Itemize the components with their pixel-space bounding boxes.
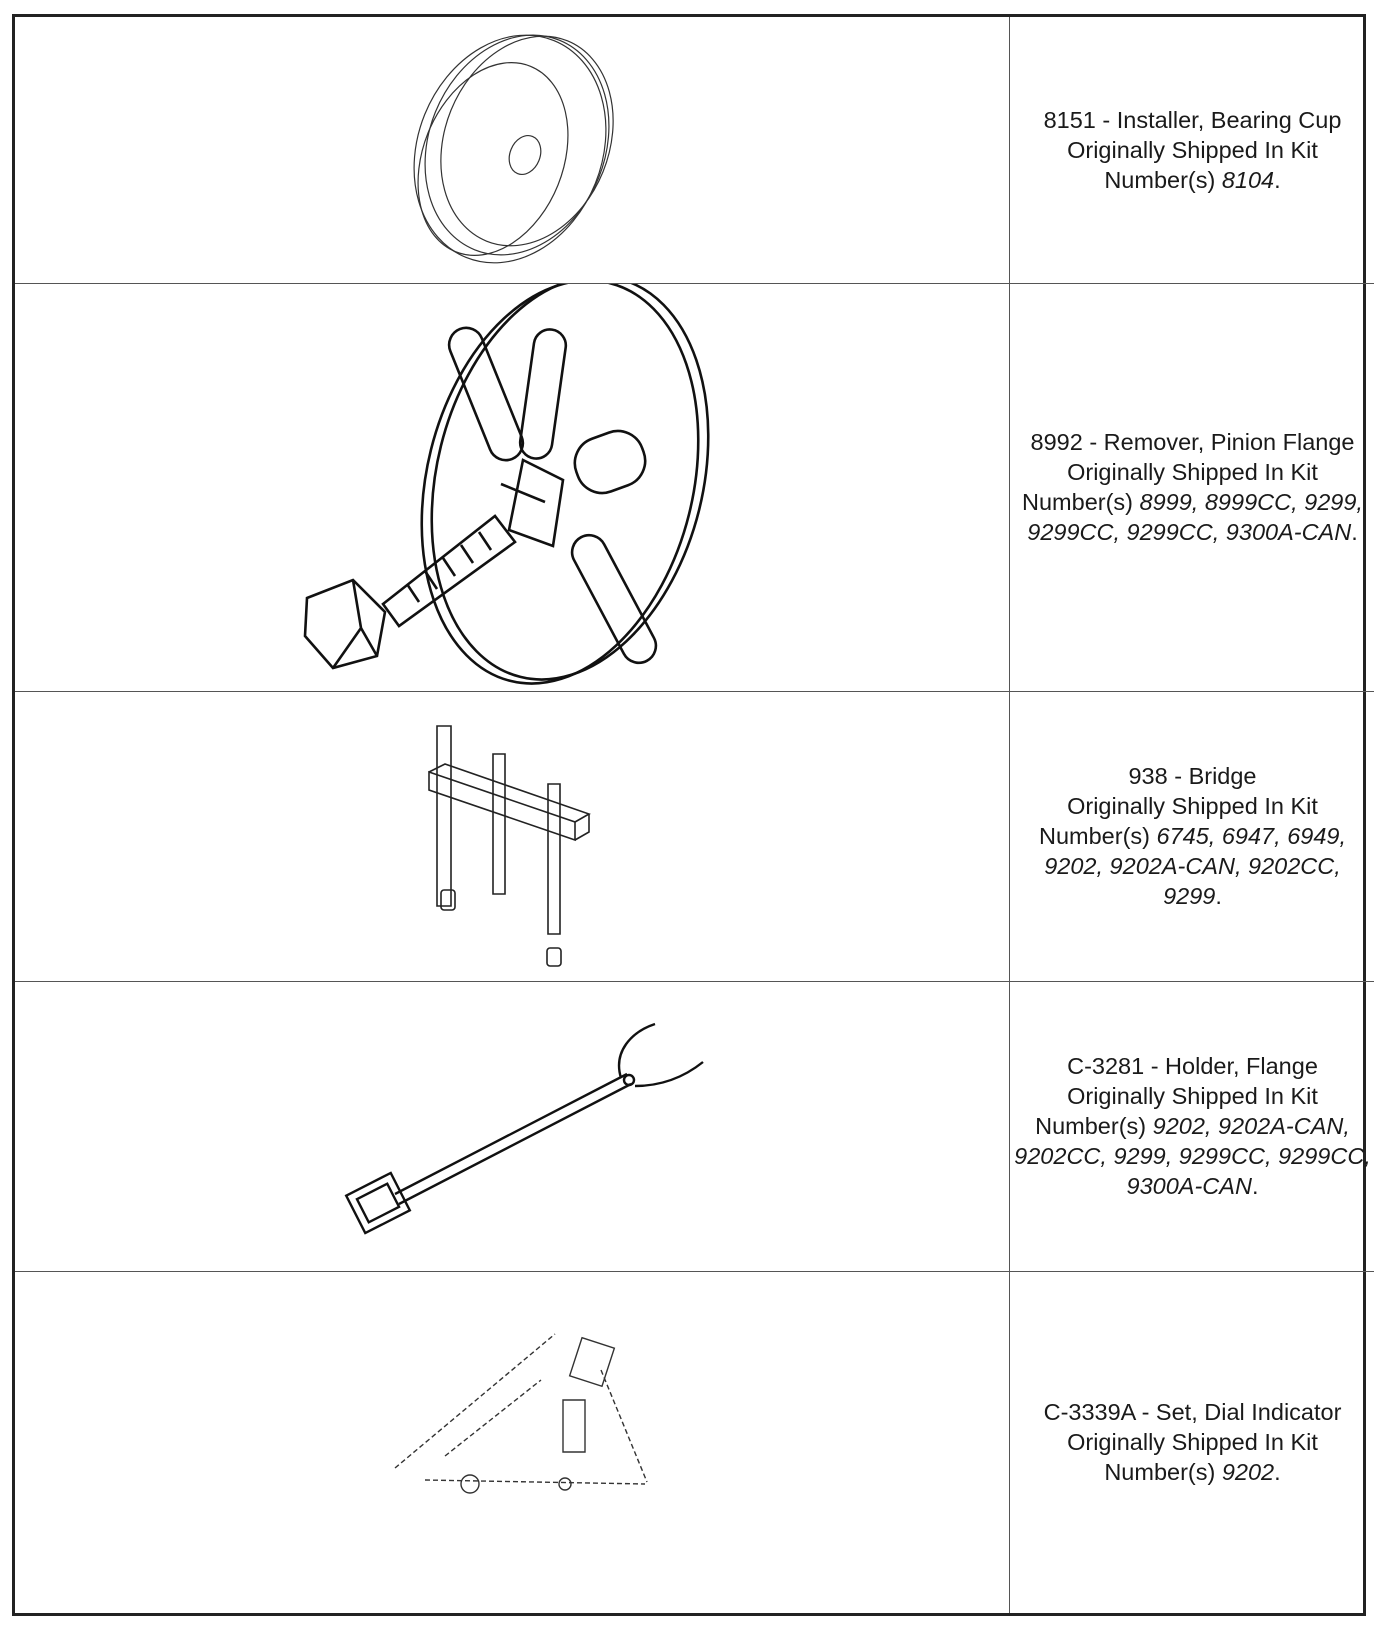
tool-row: C-3281 - Holder, Flange Originally Shipp…	[15, 980, 1374, 1272]
tool-number-label: Number(s)	[1022, 489, 1133, 515]
flange-holder-drawing	[15, 982, 1009, 1271]
tool-illustration-cell	[15, 980, 1010, 1272]
tool-title: 8151 - Installer, Bearing Cup	[1043, 106, 1342, 133]
tool-shipped-label: Originally Shipped In Kit	[1067, 793, 1318, 819]
tool-shipped-label: Originally Shipped In Kit	[1067, 1429, 1318, 1456]
tool-title: C-3281 - Holder, Flange	[1067, 1053, 1318, 1079]
tool-number-label: Number(s)	[1035, 1113, 1147, 1139]
bearing-cup-installer-drawing	[15, 17, 1009, 283]
tool-kit-numbers: 9202, 9202A-CAN, 9202CC, 9299, 9299CC, 9…	[1014, 1113, 1371, 1199]
tool-row: C-3339A - Set, Dial Indicator Originally…	[15, 1270, 1374, 1614]
tool-kit-numbers: 9202	[1221, 1459, 1275, 1486]
tool-shipped-label: Originally Shipped In Kit	[1067, 136, 1318, 163]
tool-title: 8992 - Remover, Pinion Flange	[1030, 429, 1355, 455]
tool-description-cell: C-3339A - Set, Dial Indicator Originally…	[1009, 1270, 1374, 1613]
tool-illustration-cell	[15, 17, 1010, 284]
tool-description-cell: 938 - Bridge Originally Shipped In Kit N…	[1009, 690, 1374, 982]
tool-table-sheet: 8151 - Installer, Bearing Cup Originally…	[12, 14, 1374, 1616]
pinion-flange-remover-drawing	[15, 284, 1009, 691]
tool-number-label: Number(s)	[1039, 823, 1150, 849]
tool-description-cell: 8992 - Remover, Pinion Flange Originally…	[1009, 282, 1374, 692]
tool-title: 938 - Bridge	[1128, 763, 1257, 789]
tool-shipped-label: Originally Shipped In Kit	[1067, 1083, 1318, 1109]
tool-title: C-3339A - Set, Dial Indicator	[1043, 1399, 1342, 1426]
tool-illustration-cell	[15, 1270, 1010, 1614]
tool-description-cell: 8151 - Installer, Bearing Cup Originally…	[1009, 17, 1374, 284]
bridge-puller-drawing	[15, 692, 1009, 981]
tool-number-label: Number(s)	[1104, 1459, 1216, 1486]
tool-kit-numbers: 8104	[1221, 166, 1275, 193]
tool-kit-numbers: 8999, 8999CC, 9299, 9299CC, 9299CC, 9300…	[1027, 489, 1363, 545]
tool-illustration-cell	[15, 282, 1010, 692]
tool-shipped-label: Originally Shipped In Kit	[1067, 459, 1318, 485]
tool-illustration-cell	[15, 690, 1010, 982]
special-tools-table: 8151 - Installer, Bearing Cup Originally…	[15, 17, 1374, 1613]
dial-indicator-set-drawing	[15, 1272, 1009, 1614]
tool-kit-numbers: 6745, 6947, 6949, 9202, 9202A-CAN, 9202C…	[1044, 823, 1346, 909]
tool-row: 8992 - Remover, Pinion Flange Originally…	[15, 282, 1374, 692]
tool-description-cell: C-3281 - Holder, Flange Originally Shipp…	[1009, 980, 1374, 1272]
tool-number-label: Number(s)	[1104, 166, 1216, 193]
tool-row: 938 - Bridge Originally Shipped In Kit N…	[15, 690, 1374, 982]
tool-row: 8151 - Installer, Bearing Cup Originally…	[15, 17, 1374, 284]
